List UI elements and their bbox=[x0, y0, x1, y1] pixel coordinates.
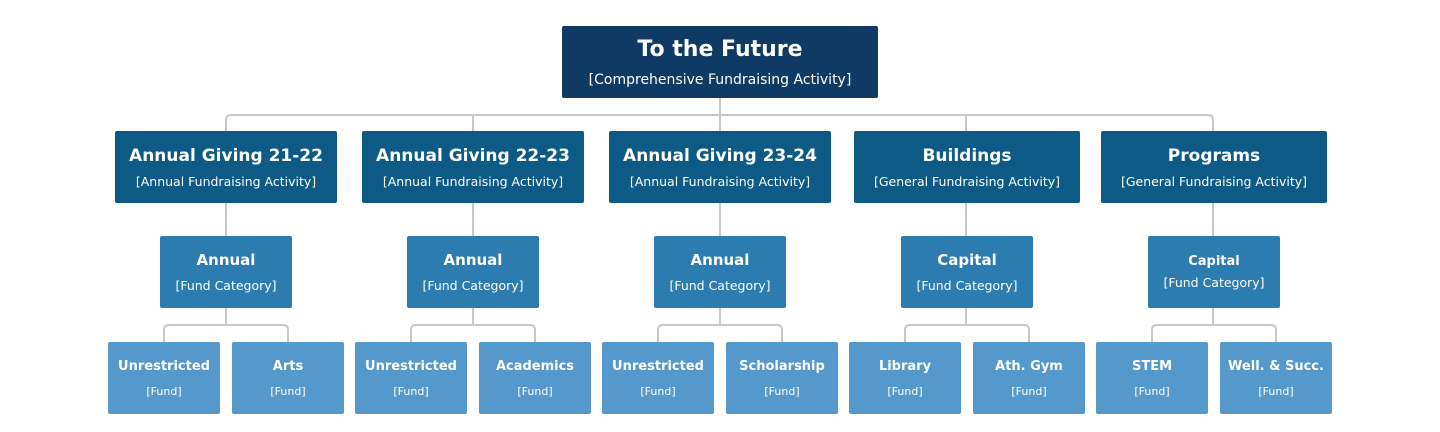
activity-node[interactable]: Programs [General Fundraising Activity] bbox=[1101, 131, 1327, 203]
fund-node[interactable]: Academics [Fund] bbox=[479, 342, 591, 414]
category-title: Capital bbox=[1188, 254, 1240, 269]
category-title: Annual bbox=[196, 251, 256, 269]
fund-node[interactable]: Scholarship [Fund] bbox=[726, 342, 838, 414]
fund-subtitle: [Fund] bbox=[270, 384, 306, 398]
fund-subtitle: [Fund] bbox=[1134, 384, 1170, 398]
category-node[interactable]: Annual [Fund Category] bbox=[654, 236, 786, 308]
category-node[interactable]: Capital [Fund Category] bbox=[901, 236, 1033, 308]
fund-title: Ath. Gym bbox=[995, 358, 1063, 374]
activity-node[interactable]: Buildings [General Fundraising Activity] bbox=[854, 131, 1080, 203]
activity-subtitle: [General Fundraising Activity] bbox=[1120, 173, 1308, 189]
root-subtitle: [Comprehensive Fundraising Activity] bbox=[588, 71, 852, 88]
fund-node[interactable]: Arts [Fund] bbox=[232, 342, 344, 414]
activity-subtitle: [Annual Fundraising Activity] bbox=[382, 173, 564, 189]
category-node[interactable]: Annual [Fund Category] bbox=[160, 236, 292, 308]
category-subtitle: [Fund Category] bbox=[175, 278, 277, 293]
fund-node[interactable]: Unrestricted [Fund] bbox=[108, 342, 220, 414]
fund-subtitle: [Fund] bbox=[640, 384, 676, 398]
fund-title: Well. & Succ. bbox=[1228, 358, 1324, 374]
fund-subtitle: [Fund] bbox=[146, 384, 182, 398]
category-subtitle: [Fund Category] bbox=[422, 278, 524, 293]
fund-subtitle: [Fund] bbox=[1258, 384, 1294, 398]
activity-node[interactable]: Annual Giving 23-24 [Annual Fundraising … bbox=[609, 131, 831, 203]
fund-subtitle: [Fund] bbox=[764, 384, 800, 398]
fund-title: Unrestricted bbox=[118, 358, 210, 374]
root-title: To the Future bbox=[637, 36, 803, 62]
category-subtitle: [Fund Category] bbox=[669, 278, 771, 293]
category-subtitle: [Fund Category] bbox=[916, 278, 1018, 293]
fund-title: Scholarship bbox=[739, 358, 825, 374]
activity-node[interactable]: Annual Giving 22-23 [Annual Fundraising … bbox=[362, 131, 584, 203]
activity-title: Annual Giving 23-24 bbox=[623, 145, 817, 166]
category-title: Annual bbox=[443, 251, 503, 269]
fund-subtitle: [Fund] bbox=[887, 384, 923, 398]
fund-subtitle: [Fund] bbox=[517, 384, 553, 398]
fund-node[interactable]: Ath. Gym [Fund] bbox=[973, 342, 1085, 414]
fund-title: STEM bbox=[1131, 358, 1173, 374]
fund-title: Unrestricted bbox=[612, 358, 704, 374]
activity-title: Annual Giving 21-22 bbox=[129, 145, 323, 166]
activity-node[interactable]: Annual Giving 21-22 [Annual Fundraising … bbox=[115, 131, 337, 203]
activity-title: Annual Giving 22-23 bbox=[376, 145, 570, 166]
fund-title: Arts bbox=[272, 358, 304, 374]
category-subtitle: [Fund Category] bbox=[1163, 275, 1265, 290]
activity-title: Programs bbox=[1167, 145, 1261, 166]
activity-subtitle: [Annual Fundraising Activity] bbox=[135, 173, 317, 189]
fund-title: Academics bbox=[495, 358, 575, 374]
activity-title: Buildings bbox=[922, 145, 1012, 166]
fund-node[interactable]: Unrestricted [Fund] bbox=[602, 342, 714, 414]
activity-subtitle: [Annual Fundraising Activity] bbox=[629, 173, 811, 189]
fund-subtitle: [Fund] bbox=[1011, 384, 1047, 398]
fund-node[interactable]: Library [Fund] bbox=[849, 342, 961, 414]
fund-node[interactable]: Well. & Succ. [Fund] bbox=[1220, 342, 1332, 414]
category-title: Annual bbox=[690, 251, 750, 269]
fund-node[interactable]: Unrestricted [Fund] bbox=[355, 342, 467, 414]
fund-node[interactable]: STEM [Fund] bbox=[1096, 342, 1208, 414]
category-node[interactable]: Annual [Fund Category] bbox=[407, 236, 539, 308]
activity-subtitle: [General Fundraising Activity] bbox=[873, 173, 1061, 189]
fund-subtitle: [Fund] bbox=[393, 384, 429, 398]
fund-title: Library bbox=[878, 358, 932, 374]
category-title: Capital bbox=[937, 251, 997, 269]
root-node[interactable]: To the Future [Comprehensive Fundraising… bbox=[562, 26, 878, 98]
category-node[interactable]: Capital [Fund Category] bbox=[1148, 236, 1280, 308]
fund-title: Unrestricted bbox=[365, 358, 457, 374]
